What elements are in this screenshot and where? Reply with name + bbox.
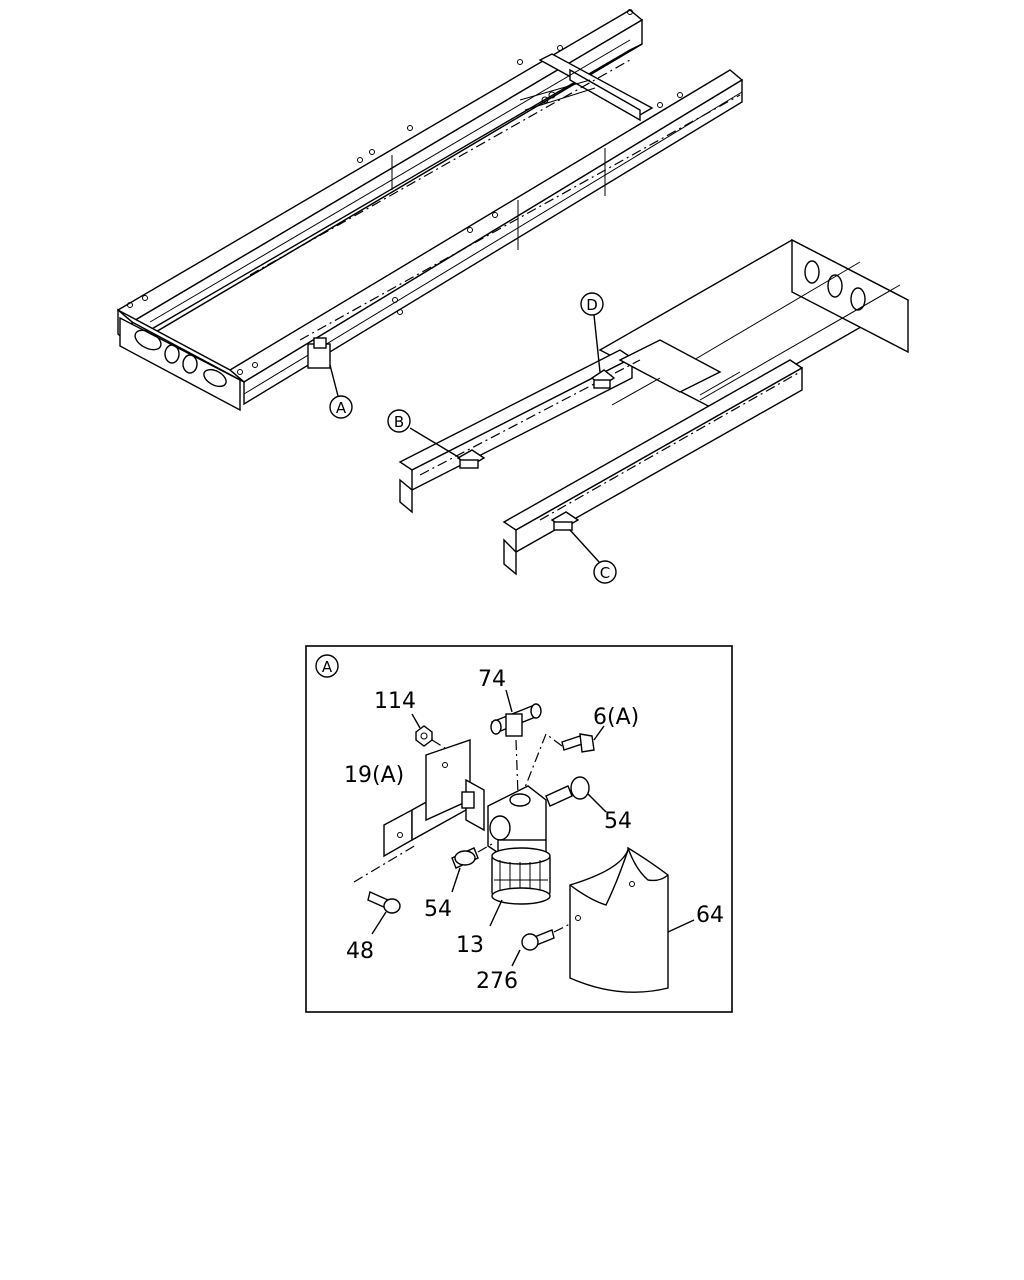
label-64: 64 (696, 903, 724, 928)
svg-text:C: C (600, 564, 610, 582)
fuel-filter-13 (487, 785, 551, 927)
label-13: 13 (456, 933, 484, 958)
bolt-48 (353, 844, 417, 935)
label-74: 74 (478, 667, 506, 692)
tee-fitting-74 (490, 689, 542, 796)
label-54-left: 54 (424, 897, 452, 922)
label-19a: 19(A) (344, 763, 404, 788)
fitting-d: D (580, 292, 616, 389)
callout-a: A (329, 395, 353, 419)
cover-64 (569, 846, 695, 993)
detail-a-marker-label: A (322, 658, 333, 676)
label-48: 48 (346, 939, 374, 964)
label-276: 276 (476, 969, 518, 994)
svg-text:B: B (394, 413, 404, 431)
sub-frame (398, 238, 910, 576)
svg-text:D: D (586, 296, 598, 314)
bolt-276 (511, 919, 579, 967)
label-54-right: 54 (604, 809, 632, 834)
nut-114 (411, 713, 446, 749)
connector-54-right (545, 776, 607, 813)
detail-a-panel: A (305, 645, 733, 1013)
detail-a-marker (315, 654, 339, 678)
label-6a: 6(A) (593, 705, 639, 730)
fitting-c: C (550, 511, 617, 584)
svg-text:A: A (336, 399, 347, 417)
fitting-b: B (387, 409, 486, 469)
label-114: 114 (374, 689, 416, 714)
connector-54-left (451, 843, 493, 893)
bracket-19a (383, 739, 485, 858)
bolt-6a (523, 725, 605, 791)
chassis-frame (116, 9, 744, 412)
